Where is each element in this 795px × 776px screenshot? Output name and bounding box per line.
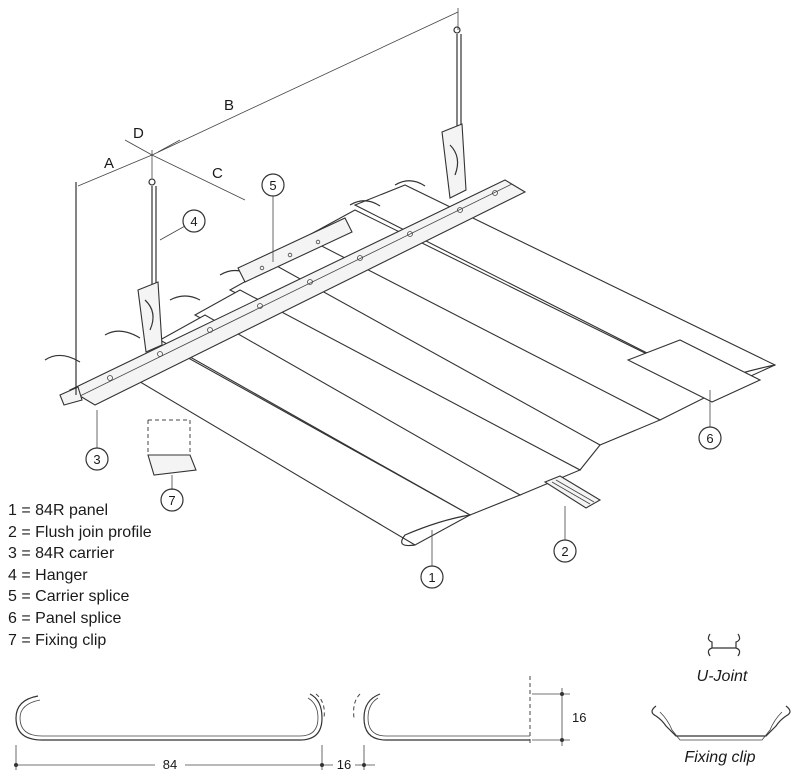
carrier-end: [59, 386, 83, 406]
callout-7: 7: [160, 475, 184, 512]
fixing-clip-detail: [147, 419, 197, 476]
detail-shapes: U-Joint Fixing clip: [651, 633, 791, 766]
profile-panel-left-inner: [19, 697, 319, 737]
callouts: 1 2 3 4 5 6 7: [85, 173, 722, 589]
profile-height-label: 16: [572, 710, 586, 725]
svg-text:3: 3: [93, 452, 100, 467]
callout-4: 4: [159, 209, 206, 241]
svg-text:5: 5: [269, 178, 276, 193]
dim-label-c: C: [212, 165, 223, 182]
dim-label-d: D: [133, 125, 144, 142]
flush-join-profile: [543, 475, 602, 509]
svg-text:2: 2: [561, 544, 568, 559]
callout-3: 3: [85, 410, 109, 471]
legend-item-5: 5 = Carrier splice: [8, 588, 130, 606]
dim-label-a: A: [104, 155, 114, 172]
hanger-left: [137, 178, 163, 353]
carrier-holes: [107, 190, 498, 381]
dim-label-b: B: [224, 97, 234, 114]
callout-5: 5: [261, 173, 285, 262]
profile-width-label: 84: [163, 757, 177, 772]
svg-text:6: 6: [706, 431, 713, 446]
callout-1: 1: [420, 530, 444, 589]
hangers: [137, 26, 467, 353]
profile-panel-left: [15, 693, 323, 741]
ceiling-panels: [44, 180, 777, 547]
legend-item-2: 2 = Flush join profile: [8, 523, 152, 541]
fixing-clip-caption: Fixing clip: [684, 749, 755, 766]
profile-dashed-joint: [315, 693, 361, 719]
svg-text:7: 7: [168, 493, 175, 508]
legend-item-4: 4 = Hanger: [8, 566, 88, 584]
panel-front-curl: [401, 514, 471, 547]
flush-join-teeth: [551, 479, 595, 505]
profile-section: 84 16 16: [14, 676, 586, 772]
profile-gap-label: 16: [337, 757, 351, 772]
legend-item-7: 7 = Fixing clip: [8, 631, 107, 649]
u-joint-caption: U-Joint: [697, 668, 748, 685]
carrier-rails: [59, 179, 527, 406]
legend: 1 = 84R panel 2 = Flush join profile 3 =…: [8, 500, 152, 651]
legend-item-3: 3 = 84R carrier: [8, 545, 115, 563]
panel-2: [158, 314, 522, 516]
carrier-splice: [237, 217, 353, 283]
legend-item-1: 1 = 84R panel: [8, 502, 109, 519]
hanger-right: [441, 26, 467, 199]
fixing-clip-shape: [651, 705, 791, 737]
profile-panel-right: [363, 693, 530, 741]
legend-item-6: 6 = Panel splice: [8, 609, 122, 627]
svg-text:1: 1: [428, 570, 435, 585]
profile-panel-right-inner: [367, 697, 530, 737]
u-joint-shape: [707, 633, 741, 657]
dimension-lines: A B C D: [75, 8, 459, 395]
panel-left-ends: [44, 180, 426, 363]
panel-splice-sheet: [626, 339, 762, 403]
callout-6: 6: [698, 390, 722, 450]
carrier-main-lip: [79, 183, 513, 397]
svg-text:4: 4: [190, 214, 197, 229]
callout-2: 2: [553, 506, 577, 563]
